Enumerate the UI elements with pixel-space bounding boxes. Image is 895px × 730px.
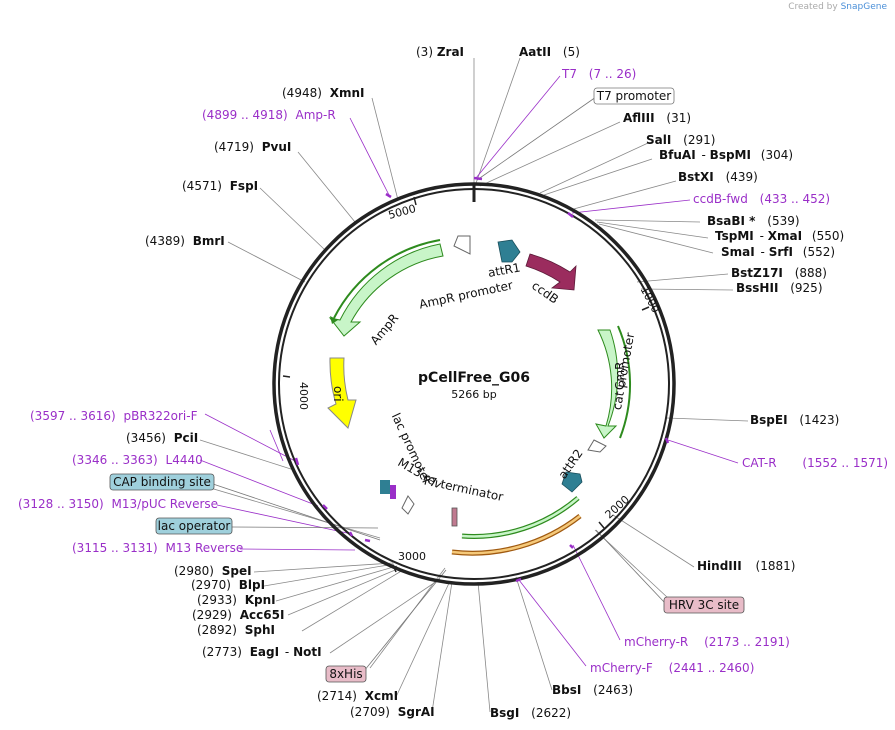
enzyme-sali: SalI (291) bbox=[646, 133, 715, 147]
enzyme-sgrai: (2709) SgrAI bbox=[350, 705, 435, 719]
enzyme-bfuai: BfuAI - BspMI (304) bbox=[659, 148, 793, 162]
enzyme-bstxi: BstXI (439) bbox=[678, 170, 758, 184]
ampr-arrow bbox=[328, 243, 444, 337]
enzyme-eagi: (2773) EagI - NotI bbox=[202, 645, 322, 659]
primer-lines bbox=[199, 75, 739, 667]
label-attr1: attR1 bbox=[487, 261, 522, 280]
svg-text:T7 promoter: T7 promoter bbox=[596, 89, 672, 103]
primer-marks bbox=[294, 176, 670, 583]
ori-arrow bbox=[327, 357, 357, 429]
cap-site-mark bbox=[380, 480, 390, 494]
svg-text:8xHis: 8xHis bbox=[329, 667, 362, 681]
m13-mark bbox=[390, 485, 396, 499]
enzyme-hindiii: HindIII (1881) bbox=[697, 559, 795, 573]
enzyme-fspi: (4571) FspI bbox=[182, 179, 258, 193]
enzyme-aatii: AatII (5) bbox=[519, 45, 580, 59]
enzyme-zrai: (3) ZraI bbox=[416, 45, 464, 59]
attr2-arrow bbox=[561, 471, 583, 493]
enzyme-bstz17i: BstZ17I (888) bbox=[731, 266, 827, 280]
credit-prefix: Created by bbox=[788, 2, 838, 12]
label-ampr-promoter: AmpR promoter bbox=[418, 278, 514, 312]
primer-t7: T7 (7 .. 26) bbox=[561, 67, 636, 81]
enzyme-afliii: AflIII (31) bbox=[623, 111, 691, 125]
enzyme-kpni: (2933) KpnI bbox=[197, 593, 276, 607]
box-t7-promoter: T7 promoter bbox=[593, 87, 675, 105]
snapgene-credit: Created by SnapGene bbox=[788, 2, 887, 12]
enzyme-sphi: (2892) SphI bbox=[197, 623, 275, 637]
primer-m13-puc-reverse: (3128 .. 3150) M13/pUC Reverse bbox=[18, 497, 218, 511]
enzyme-bbsi: BbsI (2463) bbox=[552, 683, 633, 697]
primer-cat-r: CAT-R (1552 .. 1571) bbox=[742, 456, 888, 470]
attr1-arrow bbox=[497, 239, 521, 263]
tick-marks bbox=[282, 196, 650, 573]
enzyme-bsabi: BsaBI * (539) bbox=[707, 214, 800, 228]
tick-4000: 4000 bbox=[297, 382, 310, 410]
box-8xhis: 8xHis bbox=[325, 665, 367, 683]
label-ori: ori bbox=[331, 386, 345, 402]
enzyme-tspmi: TspMI - XmaI (550) bbox=[715, 229, 844, 243]
svg-text:lac operator: lac operator bbox=[158, 519, 231, 533]
ampr-promoter-arrow bbox=[453, 235, 471, 255]
box-cap-binding-site: CAP binding site bbox=[109, 473, 215, 491]
plasmid-name: pCellFree_G06 bbox=[418, 370, 530, 386]
t7-terminator-mark bbox=[451, 507, 458, 527]
plasmid-length: 5266 bp bbox=[451, 388, 496, 401]
svg-text:CAP binding site: CAP binding site bbox=[113, 475, 211, 489]
svg-text:HRV 3C site: HRV 3C site bbox=[669, 598, 739, 612]
primer-l4440: (3346 .. 3363) L4440 bbox=[72, 453, 203, 467]
enzyme-xmni: (4948) XmnI bbox=[282, 86, 365, 100]
enzyme-pvui: (4719) PvuI bbox=[214, 140, 291, 154]
box-lines bbox=[209, 96, 666, 672]
enzyme-acc65i: (2929) Acc65I bbox=[192, 608, 284, 622]
insert-green-fill bbox=[461, 497, 579, 538]
insert-orange-fill bbox=[451, 515, 581, 555]
tick-5000: 5000 bbox=[387, 202, 417, 222]
primer-m13-reverse: (3115 .. 3131) M13 Reverse bbox=[72, 541, 243, 555]
primer-amp-r: (4899 .. 4918) Amp-R bbox=[202, 108, 336, 122]
ampr-rail-head bbox=[330, 316, 338, 324]
primer-ccdb-fwd: ccdB-fwd (433 .. 452) bbox=[693, 192, 830, 206]
enzyme-smai: SmaI - SrfI (552) bbox=[721, 245, 835, 259]
cat-promoter-arrow bbox=[587, 439, 607, 453]
box-lac-operator: lac operator bbox=[155, 517, 233, 535]
enzyme-bmri: (4389) BmrI bbox=[145, 234, 225, 248]
ccdb-arrow bbox=[525, 253, 577, 291]
tick-3000: 3000 bbox=[398, 550, 426, 563]
enzyme-bsgi: BsgI (2622) bbox=[490, 706, 571, 720]
primer-mcherry-f: mCherry-F (2441 .. 2460) bbox=[590, 661, 754, 675]
enzyme-bsshii: BssHII (925) bbox=[736, 281, 823, 295]
label-t7-terminator: T7 terminator bbox=[420, 473, 505, 504]
label-ampr: AmpR bbox=[368, 311, 402, 347]
enzyme-xcmi: (2714) XcmI bbox=[317, 689, 398, 703]
label-ccdb: ccdB bbox=[529, 278, 561, 306]
cmr-rail bbox=[617, 325, 632, 439]
cmr-arrow bbox=[595, 329, 619, 439]
enzyme-pcli: (3456) PciI bbox=[126, 431, 198, 445]
label-attr2: attR2 bbox=[556, 447, 586, 482]
box-hrv-3c-site: HRV 3C site bbox=[663, 596, 745, 614]
primer-pbr322ori-f: (3597 .. 3616) pBR322ori-F bbox=[30, 409, 198, 423]
lac-promoter-arrow bbox=[401, 495, 415, 515]
enzyme-spei: (2980) SpeI bbox=[174, 564, 252, 578]
enzyme-bspei: BspEI (1423) bbox=[750, 413, 839, 427]
credit-brand: SnapGene bbox=[840, 2, 887, 12]
label-cmr: CmR bbox=[613, 362, 627, 390]
enzyme-blpi: (2970) BlpI bbox=[191, 578, 265, 592]
primer-mcherry-r: mCherry-R (2173 .. 2191) bbox=[624, 635, 790, 649]
ampr-rail bbox=[333, 239, 441, 319]
